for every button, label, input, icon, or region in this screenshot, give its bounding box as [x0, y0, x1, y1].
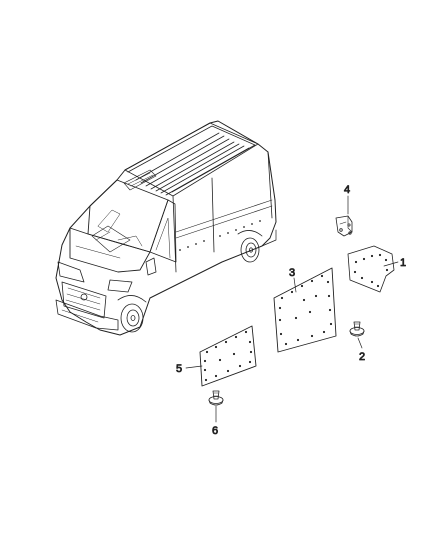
- part-2-push-pin: [350, 322, 364, 336]
- part-4-bracket: [336, 216, 352, 236]
- front-wheel: [118, 295, 146, 332]
- rear-wheel: [238, 230, 262, 262]
- callout-6: 6: [212, 425, 218, 437]
- callout-5: 5: [176, 363, 182, 375]
- cargo-van-illustration: [56, 121, 276, 335]
- callout-3: 3: [289, 267, 295, 279]
- part-5-lower-panel: [200, 326, 256, 386]
- leader-lines: [186, 196, 398, 422]
- part-3-large-panel: [274, 268, 336, 352]
- part-6-push-pin: [209, 391, 223, 405]
- callout-1: 1: [400, 257, 406, 269]
- part-1-side-panel: [348, 246, 394, 292]
- callout-2: 2: [359, 351, 365, 363]
- callout-4: 4: [344, 184, 350, 196]
